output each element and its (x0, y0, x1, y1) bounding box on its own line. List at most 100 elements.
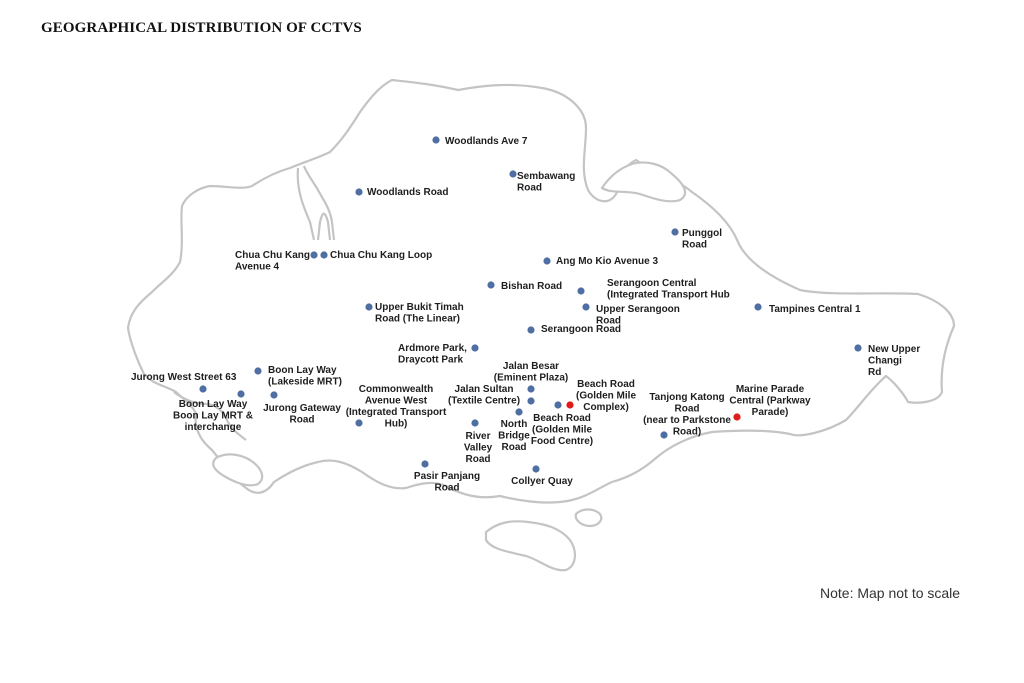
cctv-marker[interactable] (320, 251, 328, 259)
cctv-marker[interactable] (527, 385, 535, 393)
location-label-line: Collyer Quay (511, 476, 573, 487)
location-label-line: Changi (868, 356, 902, 367)
cctv-marker[interactable] (854, 344, 862, 352)
location-label: Jurong West Street 63 (131, 372, 237, 383)
location-label: Ang Mo Kio Avenue 3 (556, 256, 658, 267)
location-label-line: Chua Chu Kang Loop (330, 250, 432, 261)
location-label-line: Upper Bukit Timah (375, 302, 464, 313)
location-label-line: (Integrated Transport (346, 407, 447, 418)
cctv-marker[interactable] (515, 408, 523, 416)
location-label: Boon Lay Way(Lakeside MRT) (268, 365, 342, 388)
cctv-marker[interactable] (527, 397, 535, 405)
cctv-marker[interactable] (527, 326, 535, 334)
cctv-marker[interactable] (471, 344, 479, 352)
cctv-marker[interactable] (733, 413, 741, 421)
cctv-marker[interactable] (582, 303, 590, 311)
cctv-marker[interactable] (671, 228, 679, 236)
cctv-marker[interactable] (432, 136, 440, 144)
cctv-marker[interactable] (487, 281, 495, 289)
location-label: Ardmore Park,Draycott Park (398, 343, 467, 366)
cctv-marker[interactable] (310, 251, 318, 259)
location-label-line: Serangoon Road (541, 324, 621, 335)
location-label-line: Tampines Central 1 (769, 304, 861, 315)
cctv-marker[interactable] (543, 257, 551, 265)
cctv-marker[interactable] (660, 431, 668, 439)
location-bishan-road: Bishan Road (487, 281, 562, 292)
location-label-line: Road (682, 240, 707, 251)
location-serangoon-central: Serangoon Central(Integrated Transport H… (577, 278, 730, 301)
location-label-line: Jalan Besar (503, 361, 559, 372)
cctv-marker[interactable] (199, 385, 207, 393)
location-label-line: Complex) (583, 402, 629, 413)
location-jurong-west-st-63: Jurong West Street 63 (131, 372, 237, 393)
location-label-line: Road (517, 183, 542, 194)
location-chua-chu-kang-loop: Chua Chu Kang Loop (320, 250, 432, 261)
map-title: GEOGRAPHICAL DISTRIBUTION OF CCTVS (41, 20, 362, 36)
location-serangoon-road: Serangoon Road (527, 324, 621, 335)
location-woodlands-road: Woodlands Road (355, 187, 448, 198)
location-label-line: Bishan Road (501, 281, 562, 292)
cctv-marker[interactable] (270, 391, 278, 399)
location-label: Collyer Quay (511, 476, 573, 487)
location-label-line: Avenue West (365, 396, 428, 407)
location-label-line: Punggol (682, 228, 722, 239)
cctv-marker[interactable] (554, 401, 562, 409)
location-jalan-besar: Jalan Besar(Eminent Plaza) (494, 361, 568, 393)
location-label-line: Chua Chu Kang (235, 250, 310, 261)
cctv-marker[interactable] (365, 303, 373, 311)
location-label-line: North (501, 419, 528, 430)
location-label-line: (Textile Centre) (448, 396, 520, 407)
location-collyer-quay: Collyer Quay (511, 465, 573, 487)
river-inlet (296, 165, 336, 241)
cctv-marker[interactable] (532, 465, 540, 473)
cctv-marker[interactable] (471, 419, 479, 427)
location-label: Woodlands Ave 7 (445, 136, 528, 147)
location-label-line: Tanjong Katong (649, 392, 724, 403)
jurong-island-outline (212, 453, 264, 487)
cctv-marker[interactable] (355, 188, 363, 196)
cctv-marker[interactable] (509, 170, 517, 178)
location-label-line: Bridge (498, 431, 530, 442)
location-label-line: (near to Parkstone (643, 415, 731, 426)
cctv-marker[interactable] (754, 303, 762, 311)
location-label-line: Marine Parade (736, 384, 805, 395)
location-label-line: Woodlands Ave 7 (445, 136, 528, 147)
location-label-line: (Golden Mile (576, 391, 636, 402)
cctv-marker[interactable] (237, 390, 245, 398)
west-coast-inlet (173, 391, 247, 441)
location-label-line: Serangoon Central (607, 278, 697, 289)
cctv-marker[interactable] (566, 401, 574, 409)
cctv-marker[interactable] (355, 419, 363, 427)
location-label-line: Road (675, 404, 700, 415)
location-label-line: New Upper (868, 344, 920, 355)
cctv-marker[interactable] (577, 287, 585, 295)
location-label: Serangoon Road (541, 324, 621, 335)
location-label-line: Jurong West Street 63 (131, 372, 237, 383)
location-label-line: Road (466, 454, 491, 465)
location-label-line: interchange (185, 422, 242, 433)
location-label-line: Jalan Sultan (455, 384, 514, 395)
location-label-line: Rd (868, 367, 881, 378)
location-label: Jalan Sultan(Textile Centre) (448, 384, 520, 407)
location-label: Chua Chu Kang Loop (330, 250, 432, 261)
location-label-line: Road (435, 483, 460, 494)
cctv-marker[interactable] (421, 460, 429, 468)
cctv-marker[interactable] (254, 367, 262, 375)
